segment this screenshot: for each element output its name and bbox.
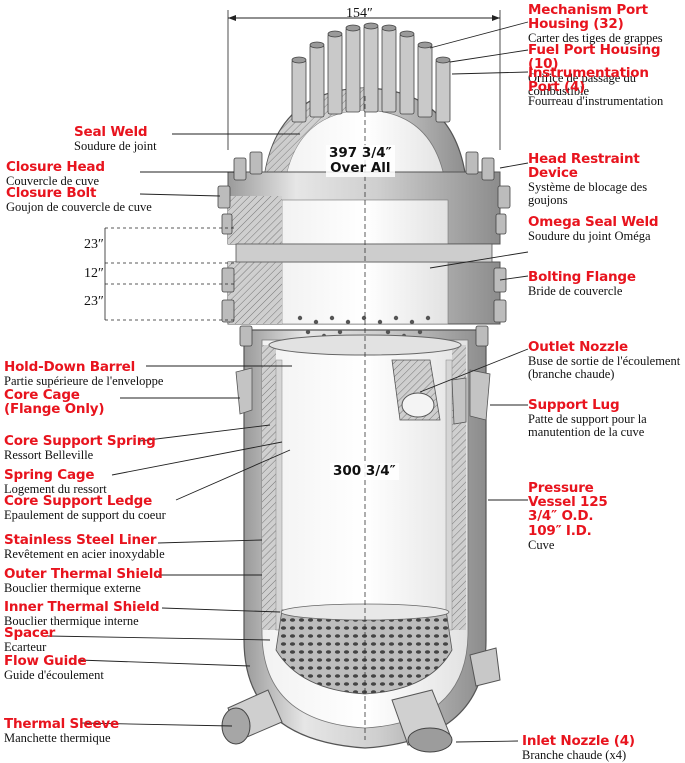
label-mechanism-port-housing: Mechanism Port Housing (32) Carter des t… [528, 2, 663, 46]
closure-head [227, 87, 501, 356]
label-core-cage: Core Cage (Flange Only) [4, 387, 105, 418]
closure-bolts [217, 151, 511, 347]
flange-dimension-c: 23″ [84, 294, 104, 309]
label-closure-head: Closure Head Couvercle de cuve [6, 159, 105, 189]
label-hold-down-barrel: Hold-Down Barrel Partie supérieure de l'… [4, 359, 164, 389]
label-core-support-ledge: Core Support Ledge Epaulement de support… [4, 493, 166, 523]
label-head-restraint-device: Head Restraint Device Système de blocage… [528, 151, 648, 208]
flange-dimension-b: 12″ [84, 266, 104, 281]
overall-height-label: Over All [330, 159, 391, 176]
label-core-support-spring: Core Support Spring Ressort Belleville [4, 433, 156, 463]
label-inlet-nozzle: Inlet Nozzle (4) Branche chaude (x4) [522, 733, 635, 763]
label-support-lug: Support Lug Patte de support pour la man… [528, 397, 647, 440]
label-closure-bolt: Closure Bolt Goujon de couvercle de cuve [6, 185, 152, 215]
outlet-nozzle-shape [391, 359, 441, 421]
label-thermal-sleeve: Thermal Sleeve Manchette thermique [4, 716, 119, 746]
label-fuel-port-housing: Fuel Port Housing (10) Orifice de passag… [528, 42, 661, 99]
shell-height-dimension: 300 3/4″ [330, 463, 399, 480]
support-lugs [235, 367, 491, 425]
label-bolting-flange: Bolting Flange Bride de couvercle [528, 269, 636, 299]
label-stainless-steel-liner: Stainless Steel Liner Revêtement en acie… [4, 532, 165, 562]
label-pressure-vessel: Pressure Vessel 125 3/4″ O.D. 109″ I.D. … [528, 480, 608, 552]
flange-dimensions [104, 227, 236, 321]
overall-height-value: 397 3/4″ [329, 145, 392, 161]
leader-lines [47, 21, 529, 743]
top-dimension [227, 10, 501, 150]
label-inner-thermal-shield: Inner Thermal Shield Bouclier thermique … [4, 599, 160, 629]
label-instrumentation-port: Instrumentation Port (4) Fourreau d'inst… [528, 65, 664, 109]
label-spacer: Spacer Ecarteur [4, 625, 56, 655]
label-outlet-nozzle: Outlet Nozzle Buse de sortie de l'écoule… [528, 339, 681, 382]
label-outer-thermal-shield: Outer Thermal Shield Bouclier thermique … [4, 566, 163, 596]
label-spring-cage: Spring Cage Logement du ressort [4, 467, 107, 497]
inlet-nozzles [221, 647, 501, 753]
label-seal-weld: Seal Weld Soudure de joint [74, 124, 157, 154]
mechanism-port-housings [291, 22, 451, 123]
label-omega-seal-weld: Omega Seal Weld Soudure du joint Oméga [528, 214, 659, 244]
top-width-dimension: 154″ [346, 6, 373, 21]
flange-dimension-a: 23″ [84, 237, 104, 252]
overall-height-dimension: 397 3/4″ Over All [326, 145, 395, 177]
label-flow-guide: Flow Guide Guide d'écoulement [4, 653, 104, 683]
